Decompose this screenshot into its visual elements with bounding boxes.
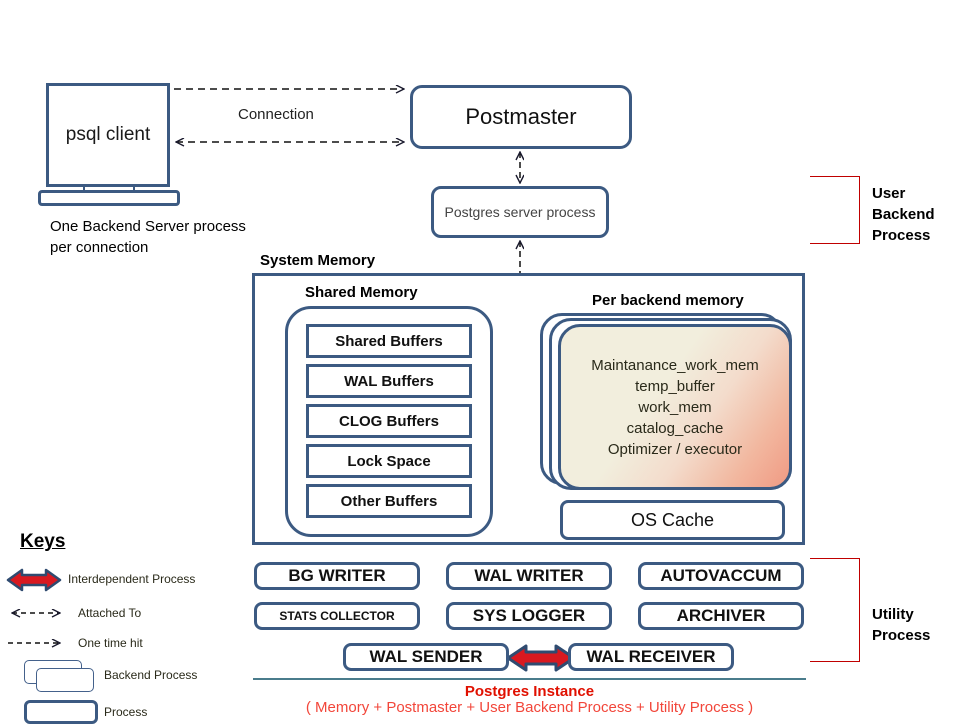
per-backend-memory-label: Per backend memory [592,292,744,309]
postmaster-label: Postmaster [465,104,577,129]
postgres-server-process-label: Postgres server process [444,204,596,220]
pb-item-optimizer-executor: Optimizer / executor [607,440,743,458]
footer-title: Postgres Instance [464,683,595,700]
key-label-attached-to: Attached To [78,606,142,620]
keys-title: Keys [20,531,66,552]
user-backend-line-3: Process [872,227,931,244]
buffer-shared-buffers: Shared Buffers [306,324,472,358]
connection-label: Connection [238,106,314,123]
key-label-interdependent-process: Interdependent Process [68,572,196,586]
util-wal-sender: WAL SENDER [343,643,509,671]
utility-line-1: Utility [872,606,914,623]
system-memory-label: System Memory [260,252,376,269]
pb-item-temp-buffer: temp_buffer [635,377,715,395]
buffer-clog-buffers: CLOG Buffers [306,404,472,438]
per-backend-memory-items: Maintanance_work_mem temp_buffer work_me… [591,355,759,460]
util-wal-receiver: WAL RECEIVER [568,643,734,671]
monitor-base [38,190,180,206]
per-backend-memory-box: Maintanance_work_mem temp_buffer work_me… [558,324,792,490]
utility-process-bracket [810,558,860,662]
util-bg-writer: BG WRITER [254,562,420,590]
pb-item-work-mem: work_mem [638,398,712,416]
user-backend-process-label: User Backend Process [872,183,935,246]
user-backend-line-2: Backend [872,206,935,223]
footer-subtitle: ( Memory + Postmaster + User Backend Pro… [305,699,754,716]
client-note-text: One Backend Server process per connectio… [50,218,246,256]
key-label-one-time-hit: One time hit [78,636,143,650]
util-stats-collector: STATS COLLECTOR [254,602,420,630]
utility-process-label: Utility Process [872,604,930,646]
user-backend-line-1: User [872,185,906,202]
key-label-process: Process [104,705,148,719]
postmaster-box: Postmaster [410,85,632,149]
pb-item-catalog-cache: catalog_cache [626,419,724,437]
os-cache-label: OS Cache [630,509,715,530]
key-label-backend-process: Backend Process [104,668,198,682]
util-archiver: ARCHIVER [638,602,804,630]
util-autovaccum: AUTOVACCUM [638,562,804,590]
user-backend-process-bracket [810,176,860,244]
buffer-lock-space: Lock Space [306,444,472,478]
pb-item-maintenance-work-mem: Maintanance_work_mem [591,356,759,374]
util-sys-logger: SYS LOGGER [446,602,612,630]
red-double-arrow-wal [506,644,576,672]
shared-memory-label: Shared Memory [305,284,418,301]
util-wal-writer: WAL WRITER [446,562,612,590]
key-icon-rounded-rect [24,700,98,724]
buffer-wal-buffers: WAL Buffers [306,364,472,398]
key-icon-stacked-rect-front [36,668,94,692]
os-cache-box: OS Cache [560,500,785,540]
footer-divider [253,678,806,680]
buffer-other-buffers: Other Buffers [306,484,472,518]
postgres-server-process-box: Postgres server process [431,186,609,238]
key-icon-red-double-arrow [6,568,62,592]
utility-line-2: Process [872,627,931,644]
psql-client-box: psql client [46,83,170,187]
psql-client-label: psql client [65,124,151,145]
